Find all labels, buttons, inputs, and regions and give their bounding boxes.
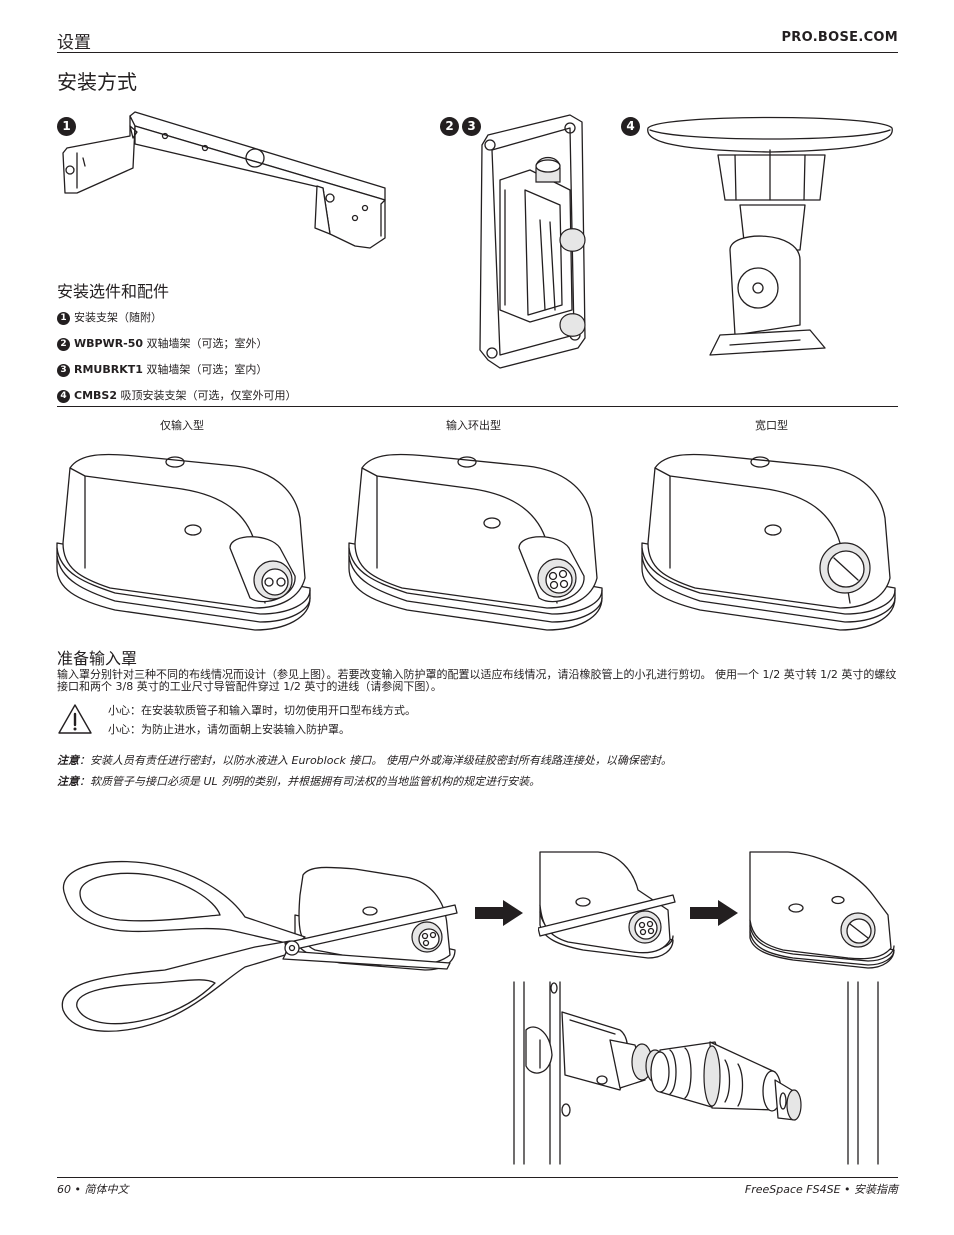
cover-type-label: 输入环出型 (446, 419, 501, 432)
list-item: 4 CMBS2 吸顶安装支架（可选，仅室外可用） (57, 383, 296, 409)
item-code: WBPWR-50 (74, 337, 144, 350)
scissors-cutting-illustration (61, 860, 458, 1032)
list-item: 2 WBPWR-50 双轴墙架（可选；室外） (57, 331, 296, 357)
item-text: 吸顶安装支架（可选，仅室外可用） (116, 389, 297, 402)
item-number: 2 (57, 338, 70, 351)
item-number: 4 (57, 390, 70, 403)
figure-label-1: 1 (57, 117, 76, 136)
cover-type-label: 宽口型 (755, 419, 788, 432)
item-code: RMUBRKT1 (74, 363, 143, 376)
note-2: 注意：软质管子与接口必须是 UL 列明的类别，并根据拥有司法权的当地监管机构的规… (57, 773, 540, 789)
caution-1: 小心：在安装软质管子和输入罩时，切勿使用开口型布线方式。 (108, 702, 416, 718)
conduit-assembly-illustration (513, 981, 879, 1165)
page-title: 安装方式 (57, 70, 137, 94)
input-cover-heading: 准备输入罩 (57, 649, 138, 668)
caution-label: 小心 (108, 723, 130, 736)
list-item: 1 安装支架（随附） (57, 305, 296, 331)
mounting-bracket-illustration (62, 111, 386, 249)
accessories-list: 1 安装支架（随附） 2 WBPWR-50 双轴墙架（可选；室外） 3 RMUBRKT… (57, 305, 296, 409)
item-number: 1 (57, 312, 70, 325)
caution-text: ：为防止进水，请勿面朝上安装输入防护罩。 (130, 723, 350, 736)
figure-label-3: 3 (462, 117, 481, 136)
cover-wide-mouth-result-illustration (749, 851, 895, 969)
input-cover-wide-mouth-illustration (641, 453, 896, 631)
note-text: ：安装人员有责任进行密封，以防水液进入 Euroblock 接口。 使用户外或海… (79, 754, 672, 767)
caution-2: 小心：为防止进水，请勿面朝上安装输入防护罩。 (108, 721, 350, 737)
input-cover-body: 输入罩分别针对三种不同的布线情况而设计（参见上图）。若要改变输入防护罩的配置以适… (57, 668, 897, 693)
arrow-right-icon (475, 900, 523, 926)
wall-bracket-illustration (479, 114, 586, 369)
note-label: 注意 (57, 754, 79, 767)
caution-label: 小心 (108, 704, 130, 717)
figure-label-4: 4 (621, 117, 640, 136)
item-text: 安装支架（随附） (74, 311, 162, 324)
input-cover-loop-through-illustration (348, 453, 603, 631)
note-1: 注意：安装人员有责任进行密封，以防水液进入 Euroblock 接口。 使用户外… (57, 752, 672, 768)
caution-text: ：在安装软质管子和输入罩时，切勿使用开口型布线方式。 (130, 704, 416, 717)
arrow-right-icon (690, 900, 738, 926)
figure-label-2: 2 (440, 117, 459, 136)
item-number: 3 (57, 364, 70, 377)
header-rule (57, 52, 898, 53)
header-section-title: 设置 (57, 33, 91, 53)
note-label: 注意 (57, 775, 79, 788)
cover-type-label: 仅输入型 (160, 419, 204, 432)
list-item: 3 RMUBRKT1 双轴墙架（可选；室内） (57, 357, 296, 383)
item-text: 双轴墙架（可选；室内） (142, 363, 268, 376)
accessories-heading: 安装选件和配件 (57, 282, 170, 301)
footer-document-title: FreeSpace FS4SE • 安装指南 (744, 1183, 898, 1196)
warning-triangle-icon (58, 704, 92, 734)
input-cover-input-only-illustration (56, 453, 311, 631)
item-code: CMBS2 (74, 389, 117, 402)
item-text: 双轴墙架（可选；室外） (143, 337, 268, 350)
note-text: ：软质管子与接口必须是 UL 列明的类别，并根据拥有司法权的当地监管机构的规定进… (79, 775, 541, 788)
cover-cut-open-illustration (538, 851, 676, 959)
footer-rule (57, 1177, 898, 1178)
header-site[interactable]: PRO.BOSE.COM (781, 30, 898, 45)
footer-page-number: 60 • 简体中文 (57, 1183, 129, 1196)
section-rule (57, 406, 898, 407)
ceiling-bracket-illustration (647, 116, 893, 356)
